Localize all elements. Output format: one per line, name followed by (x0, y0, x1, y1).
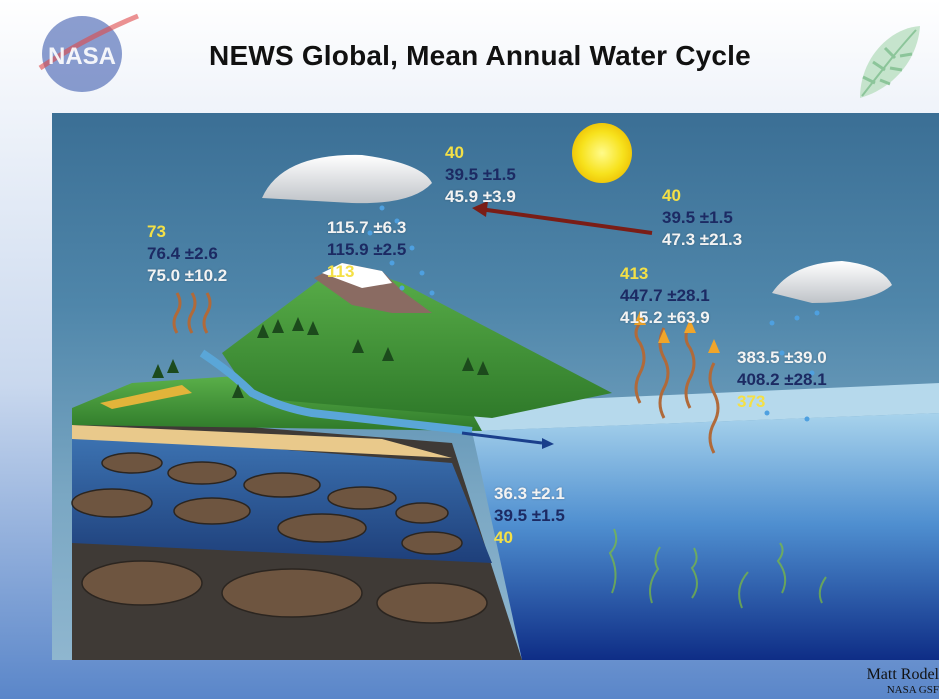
seaweed (608, 528, 827, 609)
runoff-b: 39.5 ±1.5 (494, 506, 565, 525)
ocean-precip-a: 383.5 ±39.0 (737, 348, 827, 367)
ocean-precip-b: 408.2 ±28.1 (737, 370, 827, 389)
page-title: NEWS Global, Mean Annual Water Cycle (209, 40, 751, 71)
runoff-a: 36.3 ±2.1 (494, 484, 565, 503)
land-precip-a: 115.7 ±6.3 (327, 218, 407, 237)
transport-a: 40 (445, 143, 464, 162)
ocean-precip-c: 373 (737, 392, 766, 411)
nasa-logo: NASA (30, 8, 140, 98)
rain-drops (367, 205, 820, 422)
river (199, 349, 473, 435)
scene-illustration (71, 123, 939, 660)
nasa-logo-text: NASA (48, 43, 116, 70)
ocean-evap-c: 415.2 ±63.9 (620, 308, 710, 327)
rocks (71, 452, 488, 624)
land-evap-model-a: 76.4 ±2.6 (147, 244, 218, 263)
sun-icon (572, 123, 632, 183)
cloud-right (772, 261, 892, 303)
credit-org: NASA GSF (886, 684, 939, 696)
land-precip-c: 113 (327, 262, 355, 281)
land-evap-obs: 73 (147, 222, 166, 241)
water-cycle-scene: 73 76.4 ±2.6 75.0 ±10.2 115.7 ±6.3 115.9… (52, 113, 939, 660)
credit-name: Matt Rodel (866, 666, 939, 683)
ocean-evap-b: 447.7 ±28.1 (620, 286, 710, 305)
ocean-transport-c: 47.3 ±21.3 (662, 230, 743, 249)
land-evap-model-b: 75.0 ±10.2 (147, 266, 228, 285)
land-evaporation-arrows (172, 292, 212, 334)
leaf-logo (840, 18, 930, 108)
wheat-field (100, 385, 192, 409)
credit: Matt Rodel NASA GSF (867, 666, 939, 696)
ocean-transport-b: 39.5 ±1.5 (662, 208, 733, 227)
runoff-c: 40 (494, 528, 513, 547)
cloud-left (262, 154, 432, 204)
transport-c: 45.9 ±3.9 (445, 187, 516, 206)
transport-arrow (479, 207, 653, 235)
sand-layer (72, 425, 452, 458)
trees (152, 317, 489, 398)
land-precip-b: 115.9 ±2.5 (327, 240, 407, 259)
ocean-transport-a: 40 (662, 186, 681, 205)
transport-b: 39.5 ±1.5 (445, 165, 516, 184)
ocean-evap-a: 413 (620, 264, 649, 283)
mountain (222, 263, 612, 418)
ocean (472, 413, 939, 660)
